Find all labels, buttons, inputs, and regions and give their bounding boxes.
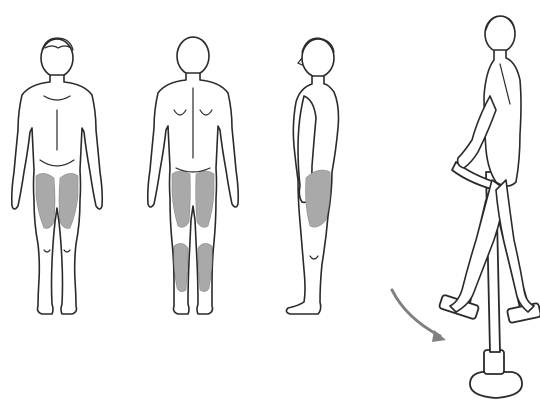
- front-head: [41, 39, 73, 77]
- side-nose: [298, 58, 302, 65]
- exercise-scene: [392, 16, 540, 398]
- figure-side-view: [286, 38, 338, 314]
- arrow-head-icon: [432, 330, 446, 342]
- figure-front-view: [12, 38, 103, 314]
- side-head: [302, 39, 334, 77]
- exerciser-leg-back: [496, 180, 534, 312]
- machine-post-base: [484, 350, 504, 374]
- figure-back-view: [148, 37, 239, 314]
- curved-arrow-icon: [392, 290, 440, 336]
- machine-base: [470, 372, 522, 398]
